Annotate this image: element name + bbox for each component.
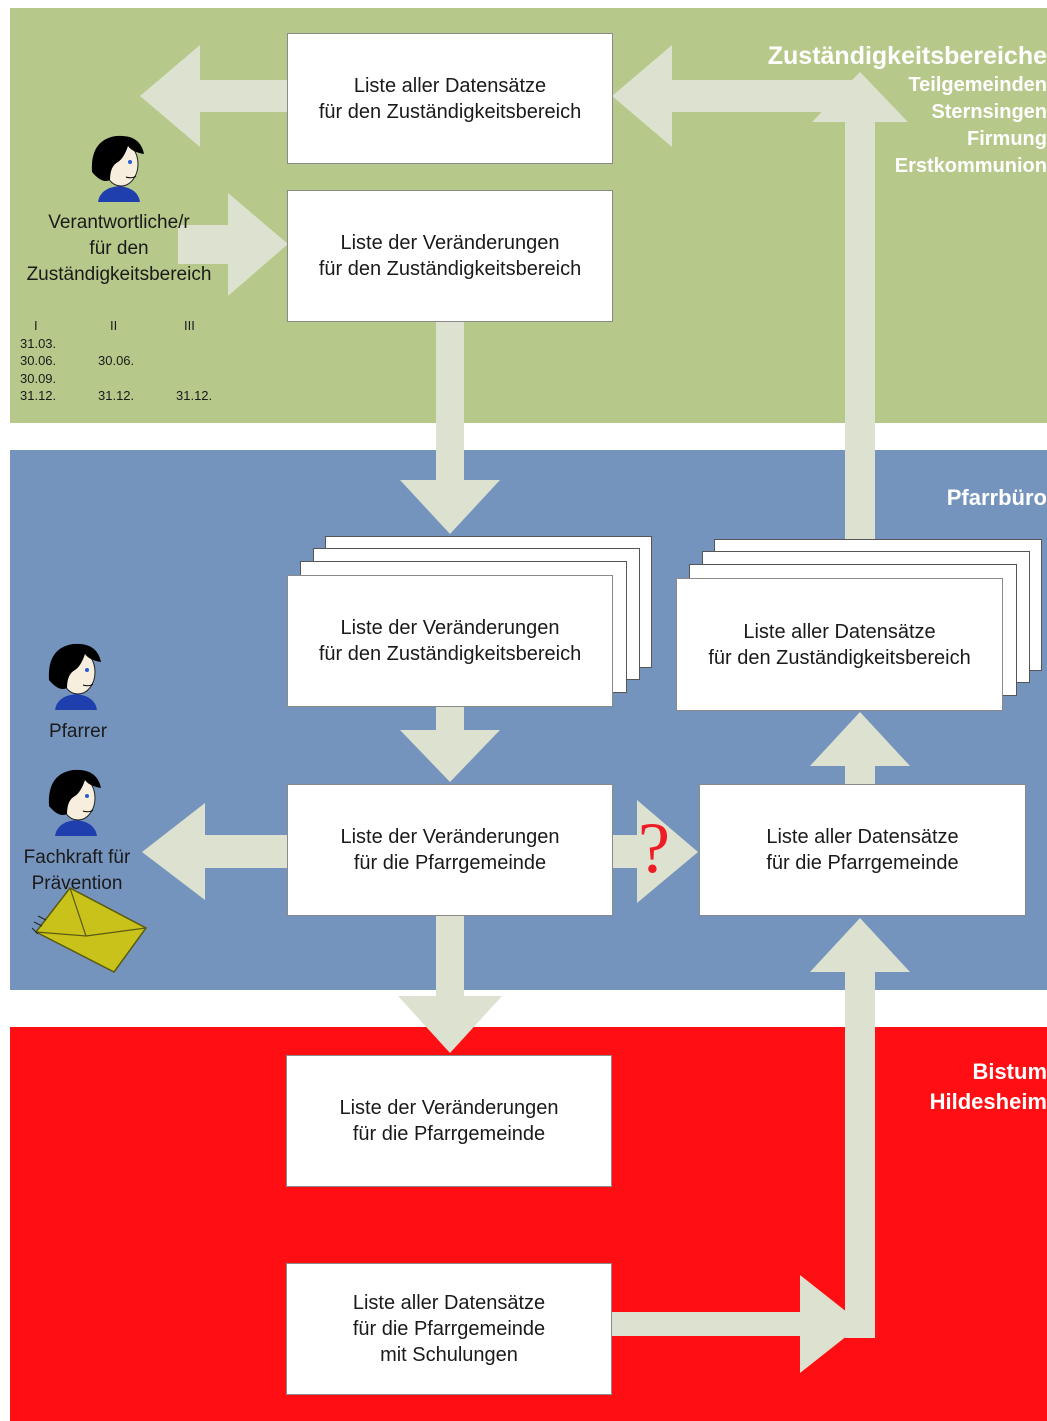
person-icon — [91, 135, 144, 202]
schedule-header-row: I II III — [20, 318, 254, 336]
zustaendigkeit-item: Erstkommunion — [894, 155, 1047, 177]
person-icon — [48, 643, 101, 710]
box-red-all-records-training: Liste aller Datensätze für die Pfarrgeme… — [286, 1263, 612, 1395]
schedule-cell: 31.12. — [176, 388, 213, 403]
question-mark: ? — [638, 808, 670, 888]
schedule-header: III — [184, 318, 195, 333]
box-green-changes: Liste der Veränderungen für den Zuständi… — [287, 190, 613, 322]
box-line: für den Zuständigkeitsbereich — [708, 646, 971, 669]
box-line: Liste der Veränderungen — [339, 1097, 559, 1119]
box-line: Liste der Veränderungen — [340, 826, 560, 848]
box-red-changes-parish: Liste der Veränderungen für die Pfarrgem… — [286, 1055, 612, 1187]
box-blue-changes-area: Liste der Veränderungen für den Zuständi… — [287, 575, 613, 707]
section-title-bistum: Bistum Hildesheim — [930, 1057, 1047, 1117]
box-line: Liste aller Datensätze — [352, 1292, 546, 1314]
box-line: für den Zuständigkeitsbereich — [318, 100, 582, 123]
arrow-right-question — [612, 800, 698, 903]
person-label-verantwortliche: Verantwortliche/r für den Zuständigkeits… — [12, 210, 226, 288]
schedule-cell: 31.12. — [98, 388, 135, 403]
schedule-cell: 31.03. — [20, 335, 57, 351]
person-label-fachkraft: Fachkraft für Prävention — [14, 845, 140, 897]
arrow-right-into-changes — [178, 193, 288, 296]
section-title-pfarrbuero: Pfarrbüro — [946, 485, 1047, 510]
schedule-table: I II III 31.03. 30.06. 30.06. 30.09. 31.… — [20, 318, 254, 406]
person-label-line: Zuständigkeitsbereich — [26, 264, 212, 285]
box-line: für die Pfarrgemeinde — [352, 1318, 546, 1340]
arrow-up-mid — [810, 712, 910, 785]
box-line: für die Pfarrgemeinde — [766, 852, 959, 874]
box-line: Liste der Veränderungen — [340, 232, 560, 254]
person-icon — [48, 769, 101, 836]
envelope-icon — [31, 887, 148, 973]
arrow-up-right-top — [812, 72, 908, 540]
schedule-cell: 30.06. — [20, 353, 57, 368]
box-line: für die Pfarrgemeinde — [353, 852, 547, 874]
arrow-down-3 — [398, 914, 502, 1053]
person-label-line: Verantwortliche/r — [48, 212, 190, 233]
box-line: Liste aller Datensätze — [353, 74, 547, 97]
box-blue-all-records-parish: Liste aller Datensätze für die Pfarrgeme… — [699, 784, 1026, 916]
person-label-line: Prävention — [31, 873, 123, 894]
box-line: mit Schulungen — [380, 1344, 518, 1366]
bistum-title-line: Bistum — [972, 1059, 1047, 1084]
box-line: Liste aller Datensätze — [743, 620, 936, 643]
schedule-header: II — [110, 318, 118, 333]
arrow-down-1 — [400, 320, 500, 534]
person-label-line: Fachkraft für — [23, 847, 131, 868]
box-blue-changes-parish: Liste der Veränderungen für die Pfarrgem… — [287, 784, 613, 916]
person-label-pfarrer: Pfarrer — [48, 721, 108, 742]
arrow-left-mid — [142, 803, 290, 900]
schedule-cell: 30.06. — [98, 353, 135, 368]
person-label-line: für den — [89, 238, 149, 259]
arrow-right-bottom — [612, 1275, 862, 1373]
schedule-cell: 31.12. — [20, 388, 57, 403]
zustaendigkeit-item: Teilgemeinden — [908, 74, 1047, 96]
schedule-cell — [176, 353, 254, 371]
zustaendigkeit-item: Firmung — [967, 128, 1047, 150]
box-green-all-records: Liste aller Datensätze für den Zuständig… — [287, 33, 613, 164]
box-line: Liste der Veränderungen — [340, 617, 560, 639]
schedule-row: 31.12. 31.12. 31.12. — [20, 388, 254, 406]
section-title-zustaendigkeit: Zuständigkeitsbereiche — [767, 42, 1047, 70]
box-blue-all-records-area: Liste aller Datensätze für den Zuständig… — [676, 578, 1003, 711]
arrow-left-into-top — [612, 45, 860, 147]
schedule-header: I — [34, 318, 38, 333]
arrow-up-bottom — [810, 918, 910, 1338]
arrow-down-2 — [400, 705, 500, 782]
schedule-cell — [98, 336, 176, 354]
arrow-left-top — [140, 45, 290, 147]
zustaendigkeit-item: Sternsingen — [931, 101, 1047, 123]
schedule-row: 31.03. — [20, 336, 254, 354]
box-line: für den Zuständigkeitsbereich — [318, 258, 582, 280]
box-line: für den Zuständigkeitsbereich — [318, 643, 582, 665]
schedule-cell — [176, 371, 254, 389]
schedule-row: 30.09. — [20, 371, 254, 389]
schedule-cell: 30.09. — [20, 370, 57, 386]
schedule-cell — [176, 336, 254, 354]
schedule-cell — [98, 371, 176, 389]
box-line: für die Pfarrgemeinde — [352, 1123, 546, 1145]
zustaendigkeit-item-list: Teilgemeinden Sternsingen Firmung Erstko… — [895, 72, 1047, 180]
box-line: Liste aller Datensätze — [766, 826, 959, 848]
schedule-row: 30.06. 30.06. — [20, 353, 254, 371]
bistum-title-line: Hildesheim — [929, 1089, 1047, 1114]
